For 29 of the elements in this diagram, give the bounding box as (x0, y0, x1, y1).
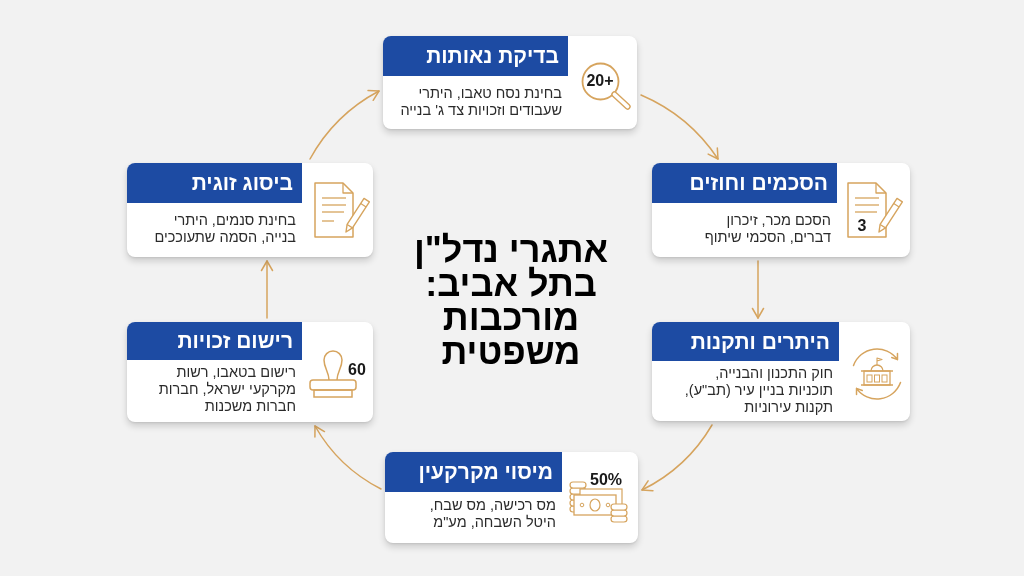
title: אתגרי נדל"ן בתל אביב: מורכבות משפטית (412, 233, 610, 369)
description-text: בחינת סנמים, היתרי בנייה, הסמה שתעוככים (153, 211, 296, 246)
arrow (260, 260, 274, 319)
card (127, 322, 373, 422)
card (385, 452, 638, 543)
card-header: ביסוג זוגית (127, 163, 302, 203)
icon-number: 50% (590, 472, 622, 488)
description-text: חוק התכנון והבנייה, תוכניות בניין עיר (תב"ע), תקנות עירוניות (683, 364, 833, 416)
card (383, 36, 637, 129)
card (652, 163, 910, 257)
card-header: מיסוי מקרקעין (385, 452, 562, 492)
arrow (751, 260, 765, 319)
icon-number: 60 (348, 362, 366, 378)
description-text: הסכם מכר, זיכרון דברים, הסכמי שיתוף (703, 211, 831, 246)
card-header: הסכמים וחוזים (652, 163, 837, 203)
arrow (641, 424, 713, 492)
card (652, 322, 910, 421)
icon-number: 3 (857, 218, 867, 234)
arrow (309, 90, 380, 160)
card-header: רישום זכויות (127, 322, 302, 360)
description-text: רישום בטאבו, רשות מקרקעי ישראל, חברות חברות משכנות (157, 363, 296, 415)
icon-number: 20+ (586, 73, 614, 89)
description-text: מס רכישה, מס שבח, היטל השבחה, מע"מ (428, 496, 556, 531)
arrow (640, 94, 719, 160)
arrow (314, 425, 382, 490)
card-header: בדיקת נאותות (383, 36, 568, 76)
description-text: בחינת נסח טאבו, היתרי שעבודים וזכויות צד ג' בנייה (399, 84, 562, 119)
card-header: היתרים ותקנות (652, 322, 839, 361)
card (127, 163, 373, 257)
